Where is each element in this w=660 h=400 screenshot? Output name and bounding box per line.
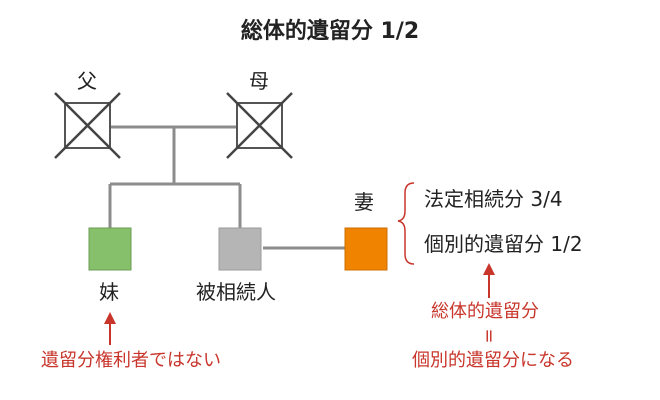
individual-share-text: 個別的遺留分 1/2 (424, 232, 583, 256)
total-share-line3: 個別的遺留分になる (412, 350, 574, 371)
statutory-share-text: 法定相続分 3/4 (424, 187, 563, 211)
decedent-box (218, 227, 262, 271)
equals-sign: = (478, 328, 500, 344)
decedent-label: 被相続人 (196, 280, 276, 304)
sister-note: 遺留分権利者ではない (41, 350, 221, 371)
diagram-title: 総体的遺留分 1/2 (240, 19, 420, 44)
mother-label: 母 (249, 69, 269, 93)
mother-box-deceased (226, 92, 293, 159)
total-share-line1: 総体的遺留分 (431, 301, 539, 322)
father-label: 父 (77, 69, 97, 93)
shares-brace (397, 182, 415, 265)
sister-box (88, 227, 132, 271)
individual-share-arrow (483, 263, 495, 298)
sister-note-arrow (104, 312, 116, 345)
sister-label: 妹 (99, 280, 119, 304)
father-box-deceased (54, 92, 121, 159)
wife-box (344, 227, 388, 271)
wife-label: 妻 (354, 190, 374, 214)
